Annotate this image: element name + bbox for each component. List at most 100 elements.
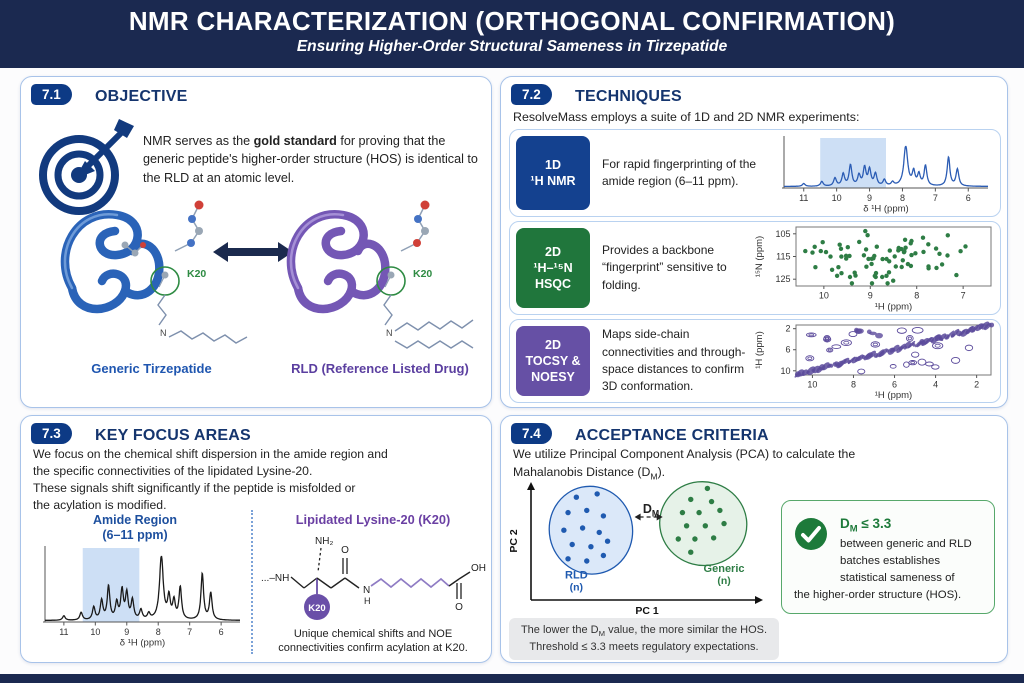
svg-text:9: 9	[868, 291, 873, 301]
amide-h-label: H	[364, 596, 371, 606]
svg-text:8: 8	[900, 193, 905, 203]
svg-text:(n): (n)	[570, 582, 583, 594]
svg-text:10: 10	[807, 380, 817, 390]
svg-text:δ ¹H (ppm): δ ¹H (ppm)	[120, 638, 165, 649]
vertical-divider	[251, 510, 253, 654]
section-number-badge: 7.4	[511, 423, 552, 444]
target-bullseye-icon	[39, 119, 134, 215]
amide-spectrum-chart: 11 10 9 8 7 6 δ ¹H (ppm)	[43, 546, 240, 649]
generic-peptide-label: Generic Tirzepatide	[91, 361, 212, 376]
svg-text:6: 6	[892, 380, 897, 390]
panel-acceptance: 7.4 ACCEPTANCE CRITERIA We utilize Princ…	[500, 415, 1008, 663]
technique-row-hsqc: 2D ¹H–¹⁵N HSQC Provides a backbone “fing…	[509, 221, 1001, 315]
header-banner: NMR CHARACTERIZATION (ORTHOGONAL CONFIRM…	[0, 0, 1024, 68]
technique-desc-1d-nmr: For rapid fingerprinting of the amide re…	[602, 156, 757, 188]
section-title-key-focus: KEY FOCUS AREAS	[95, 427, 251, 444]
svg-text:4: 4	[933, 380, 938, 390]
amide-region-title: Amide Region (6–11 ppm)	[92, 513, 178, 542]
section-title-objective: OBJECTIVE	[95, 88, 188, 105]
threshold-note-box: The lower the DM value, the more similar…	[509, 618, 779, 661]
svg-text:8: 8	[914, 291, 919, 301]
svg-text:¹H (ppm): ¹H (ppm)	[875, 390, 912, 401]
svg-text:6: 6	[785, 345, 790, 355]
acid-o-label: O	[455, 602, 463, 613]
amide-n-label: N	[363, 585, 370, 596]
acceptance-criterion-box: DM ≤ 3.3 between generic and RLD batches…	[781, 500, 995, 614]
technique-badge-hsqc: 2D ¹H–¹⁵N HSQC	[516, 228, 590, 308]
svg-text:¹H (ppm): ¹H (ppm)	[875, 302, 912, 313]
acid-oh-label: OH	[471, 563, 486, 574]
svg-text:11: 11	[799, 193, 808, 203]
svg-text:N: N	[386, 328, 393, 338]
carbonyl-o-label: O	[341, 545, 349, 556]
nh2-label: NH₂	[315, 536, 333, 547]
page-title: NMR CHARACTERIZATION (ORTHOGONAL CONFIRM…	[128, 6, 896, 36]
footer-bar	[0, 674, 1024, 683]
svg-text:8: 8	[851, 380, 856, 390]
svg-text:¹H (ppm): ¹H (ppm)	[754, 331, 765, 368]
svg-text:10: 10	[90, 627, 100, 637]
technique-row-tocsy-noesy: 2D TOCSY & NOESY Maps side-chain connect…	[509, 319, 1001, 403]
k20-badge: K20	[308, 603, 325, 614]
objective-text: NMR serves as the gold standard for prov…	[143, 133, 478, 186]
section-number-badge: 7.3	[31, 423, 72, 444]
techniques-intro: ResolveMass employs a suite of 1D and 2D…	[513, 110, 860, 124]
svg-text:2: 2	[974, 380, 979, 390]
svg-text:7: 7	[933, 193, 938, 203]
dm-threshold-heading: DM ≤ 3.3	[840, 516, 892, 535]
svg-text:10: 10	[832, 193, 842, 203]
technique-badge-tocsy-noesy: 2D TOCSY & NOESY	[516, 326, 590, 396]
svg-text:2: 2	[785, 324, 790, 334]
svg-text:105: 105	[775, 229, 790, 239]
nh-label: ...–NH	[261, 573, 289, 584]
panel-techniques: 7.2 TECHNIQUES ResolveMass employs a sui…	[500, 76, 1008, 408]
section-number-badge: 7.1	[31, 84, 72, 105]
generic-peptide-illustration: K20 N	[60, 200, 248, 344]
svg-text:(n): (n)	[717, 575, 730, 587]
svg-text:PC 1: PC 1	[635, 605, 659, 617]
svg-text:9: 9	[867, 193, 872, 203]
svg-text:PC 2: PC 2	[508, 529, 520, 553]
svg-text:10: 10	[780, 366, 790, 376]
nmr-1d-spectrum-chart: 11 10 9 8 7 6 δ ¹H (ppm)	[782, 136, 988, 215]
lysine-title: Lipidated Lysine-20 (K20)	[295, 512, 451, 527]
panel-objective: 7.1 OBJECTIVE NMR serves as the gold sta…	[20, 76, 492, 408]
svg-text:Generic: Generic	[704, 563, 745, 575]
section-title-techniques: TECHNIQUES	[575, 88, 682, 105]
rld-peptide-label: RLD (Reference Listed Drug)	[291, 361, 469, 376]
lysine-caption-line1: Unique chemical shifts and NOE	[293, 628, 453, 640]
svg-text:11: 11	[59, 627, 68, 637]
noesy-contour-chart: 10 8 6 4 2 2 6 10 ¹H (ppm) ¹H (ppm)	[754, 321, 995, 401]
lysine-caption-line2: connectivities confirm acylation at K20.	[278, 642, 468, 654]
svg-text:10: 10	[819, 291, 829, 301]
mahalanobis-distance-label: DM	[642, 502, 660, 519]
technique-row-1d-nmr: 1D ¹H NMR For rapid fingerprinting of th…	[509, 129, 1001, 217]
svg-text:9: 9	[124, 627, 129, 637]
svg-text:7: 7	[187, 627, 192, 637]
lysine-k20-structure: ...–NH NH₂ K20 O N H O OH	[261, 536, 486, 620]
rld-peptide-illustration: K20 N	[286, 200, 474, 349]
svg-text:8: 8	[156, 627, 161, 637]
svg-text:125: 125	[775, 274, 790, 284]
acceptance-intro: We utilize Principal Component Analysis …	[513, 447, 856, 482]
technique-desc-hsqc: Provides a backbone “fingerprint” sensit…	[602, 242, 727, 292]
svg-text:RLD: RLD	[565, 570, 588, 582]
svg-text:7: 7	[961, 291, 966, 301]
svg-text:N: N	[160, 328, 167, 338]
acceptance-criterion-text: between generic and RLD batches establis…	[794, 538, 972, 602]
focus-paragraph: We focus on the chemical shift dispersio…	[33, 447, 388, 513]
svg-text:115: 115	[776, 252, 790, 262]
panel-key-focus: 7.3 KEY FOCUS AREAS We focus on the chem…	[20, 415, 492, 663]
svg-text:¹⁵N (ppm): ¹⁵N (ppm)	[754, 236, 765, 277]
page-subtitle: Ensuring Higher-Order Structural Samenes…	[296, 38, 728, 55]
technique-desc-tocsy-noesy: Maps side-chain connectivities and throu…	[602, 327, 746, 394]
equivalence-arrow-icon	[213, 242, 293, 262]
section-title-acceptance: ACCEPTANCE CRITERIA	[575, 427, 769, 444]
svg-text:6: 6	[966, 193, 971, 203]
svg-text:δ ¹H (ppm): δ ¹H (ppm)	[863, 204, 908, 215]
hsqc-scatter-chart: 10 9 8 7 105 115 125 ¹H (ppm) ¹⁵N (ppm)	[754, 226, 992, 313]
svg-text:6: 6	[219, 627, 224, 637]
k20-label: K20	[413, 268, 432, 280]
